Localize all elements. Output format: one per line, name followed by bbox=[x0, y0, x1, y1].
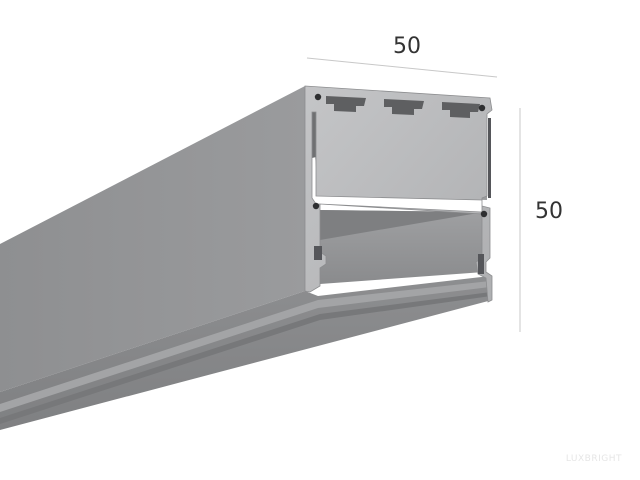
profile-side-face bbox=[0, 86, 305, 392]
profile-inner-lower-shadow bbox=[320, 210, 484, 240]
dimension-width-label: 50 bbox=[393, 34, 421, 59]
profile-top-slots bbox=[326, 96, 480, 118]
dimension-height-label: 50 bbox=[535, 199, 563, 224]
dim-width-line bbox=[306, 57, 498, 78]
profile-screw-bosses bbox=[312, 93, 488, 218]
watermark-text: LUXBRIGHT bbox=[565, 454, 622, 464]
profile-bottom-face bbox=[0, 276, 492, 430]
profile-wall-accents bbox=[314, 118, 491, 274]
